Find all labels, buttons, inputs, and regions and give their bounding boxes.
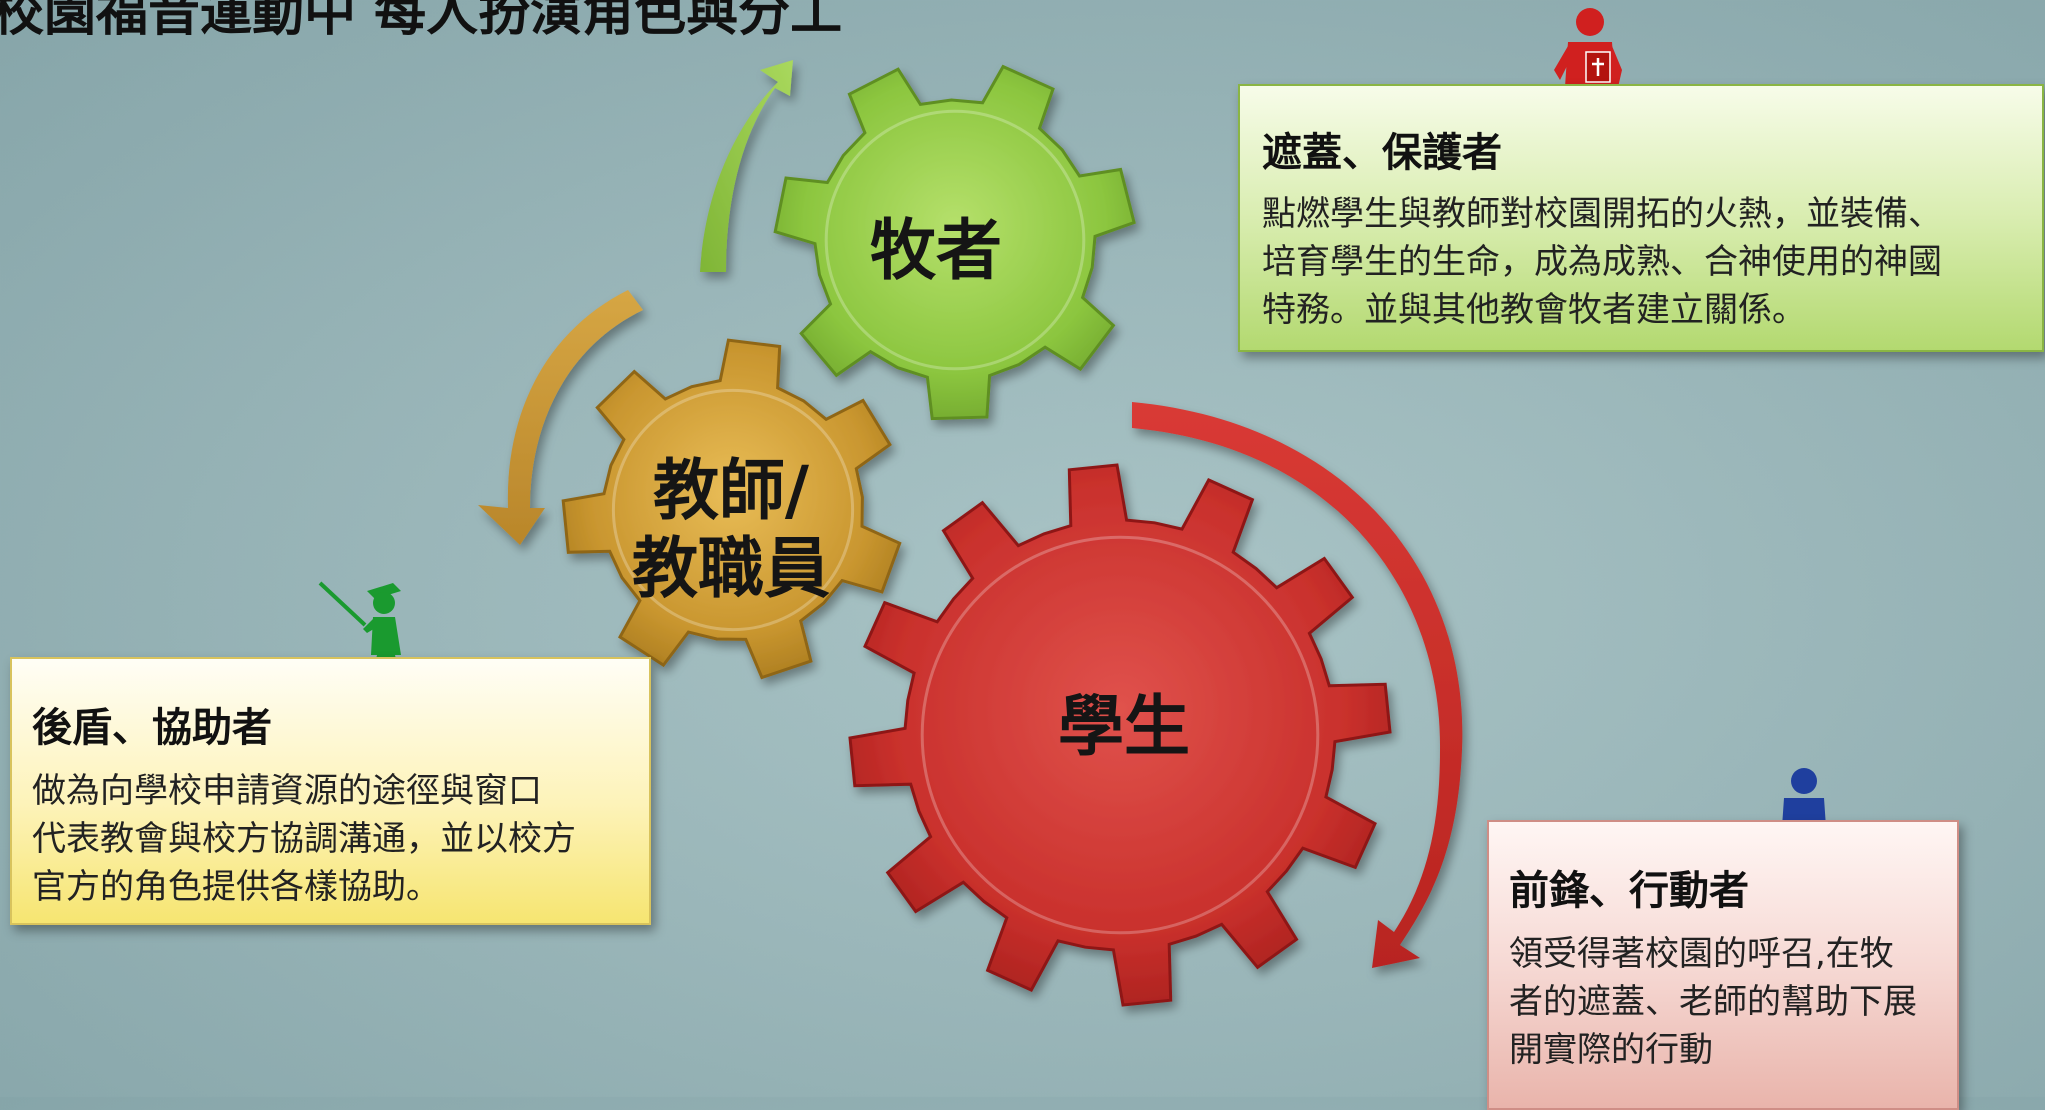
student-role-text: 領受得著校園的呼召,在牧 者的遮蓋、老師的幫助下展 開實際的行動 [1509, 930, 1949, 1074]
gold-curved-arrow [478, 290, 643, 545]
student-role-line: 者的遮蓋、老師的幫助下展 [1509, 982, 1917, 1022]
gear-gold-rim [611, 388, 855, 632]
student-role-card: 前鋒、行動者 領受得著校園的呼召,在牧 者的遮蓋、老師的幫助下展 開實際的行動 [1487, 820, 1959, 1110]
gear-label-teacher: 教師/ 教職員 [632, 452, 830, 608]
teacher-role-line: 代表教會與校方協調溝通，並以校方 [32, 819, 576, 859]
gear-red-rim [920, 535, 1320, 935]
student-role-line: 開實際的行動 [1509, 1030, 1713, 1070]
gear-green-rim [824, 109, 1086, 371]
student-gear [848, 463, 1392, 1007]
student-role-heading: 前鋒、行動者 [1509, 868, 1749, 914]
pastor-role-heading: 遮蓋、保護者 [1262, 130, 1502, 176]
pastor-role-text: 點燃學生與教師對校園開拓的火熱，並裝備、 培育學生的生命，成為成熟、合神使用的神… [1262, 190, 2032, 334]
pastor-gear [773, 64, 1136, 421]
slide-title: 校園福音運動中 每人扮演角色與分工 [0, 0, 843, 43]
pastor-role-card: 遮蓋、保護者 點燃學生與教師對校園開拓的火熱，並裝備、 培育學生的生命，成為成熟… [1238, 84, 2044, 352]
pastor-role-line: 特務。並與其他教會牧者建立關係。 [1262, 290, 1806, 330]
teacher-role-heading: 後盾、協助者 [32, 705, 272, 751]
teacher-gear [561, 338, 902, 680]
gear-red-body [848, 463, 1392, 1007]
student-role-line: 領受得著校園的呼召,在牧 [1509, 934, 1894, 974]
green-curved-arrow [700, 60, 793, 272]
teacher-role-card: 後盾、協助者 做為向學校申請資源的途徑與窗口 代表教會與校方協調溝通，並以校方 … [10, 657, 651, 925]
teacher-role-line: 官方的角色提供各樣協助。 [32, 867, 440, 907]
red-curved-arrow [1132, 402, 1463, 968]
teacher-role-line: 做為向學校申請資源的途徑與窗口 [32, 771, 542, 811]
pastor-role-line: 點燃學生與教師對校園開拓的火熱，並裝備、 [1262, 194, 1942, 234]
pastor-role-line: 培育學生的生命，成為成熟、合神使用的神國 [1262, 242, 1942, 282]
gear-label-teacher-line1: 教師/ [652, 452, 810, 529]
gear-label-pastor: 牧者 [870, 212, 1002, 289]
gear-label-student: 學生 [1058, 688, 1190, 765]
teacher-role-text: 做為向學校申請資源的途徑與窗口 代表教會與校方協調溝通，並以校方 官方的角色提供… [32, 767, 642, 911]
gear-label-teacher-line2: 教職員 [632, 530, 830, 607]
